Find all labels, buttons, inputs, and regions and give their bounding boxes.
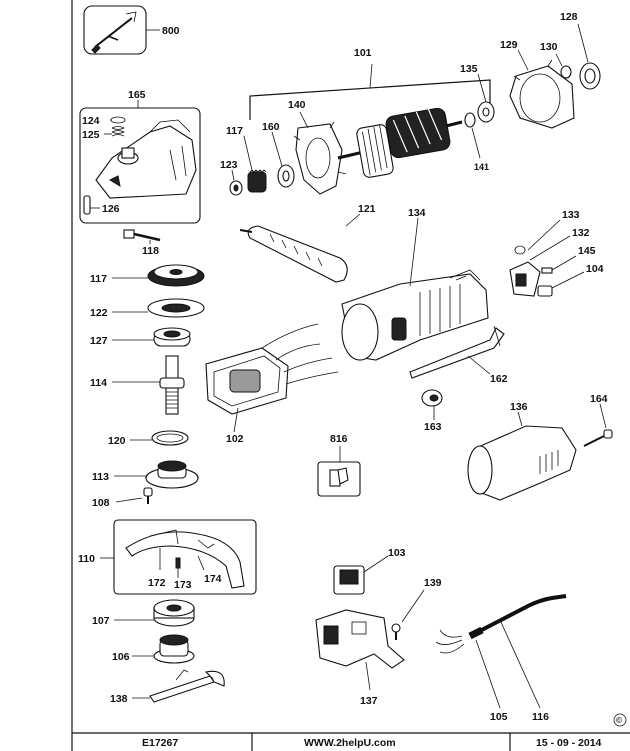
label-816: 816 (330, 433, 348, 445)
label-108: 108 (92, 497, 110, 509)
label-110: 110 (78, 553, 95, 565)
label-129: 129 (500, 39, 518, 51)
footer-date: 15 - 09 - 2014 (536, 737, 602, 749)
label-139: 139 (424, 577, 442, 589)
part-140-baffle (293, 121, 347, 195)
label-127: 127 (90, 335, 108, 347)
part-129-endcap (509, 59, 601, 129)
footer-website[interactable]: WWW.2helpU.com (304, 737, 396, 749)
label-105: 105 (490, 711, 508, 723)
label-124: 124 (82, 115, 100, 127)
label-160: 160 (262, 121, 280, 133)
part-162-switch-rod (409, 325, 505, 379)
part-113-flange (145, 460, 199, 489)
label-130: 130 (540, 41, 558, 53)
label-118: 118 (142, 245, 159, 257)
part-121-side-handle (239, 225, 348, 283)
label-103: 103 (388, 547, 406, 559)
label-123: 123 (220, 159, 238, 171)
label-121: 121 (358, 203, 376, 215)
label-800: 800 (162, 25, 180, 37)
label-117b: 117 (90, 273, 107, 285)
part-138-spanner (149, 669, 225, 703)
label-133: 133 (562, 209, 580, 221)
part-816-label (317, 461, 361, 497)
label-102: 102 (226, 433, 244, 445)
label-163: 163 (424, 421, 442, 433)
label-120: 120 (108, 435, 126, 447)
copyright-mark: © (616, 716, 622, 725)
copyright-icon (613, 713, 627, 727)
callout-labels: 800 101 128 129 130 135 165 124 125 126 … (78, 11, 608, 723)
label-162: 162 (490, 373, 508, 385)
label-113: 113 (92, 471, 109, 483)
label-164: 164 (590, 393, 608, 405)
label-101: 101 (354, 47, 372, 59)
label-140: 140 (288, 99, 306, 111)
part-163-lock-button (421, 389, 443, 407)
part-160-bearing (277, 164, 295, 188)
part-123-nut (229, 180, 243, 196)
label-174: 174 (204, 573, 222, 585)
label-145: 145 (578, 245, 596, 257)
part-127-bearing (153, 327, 191, 347)
part-134-housing (341, 269, 489, 361)
label-173: 173 (174, 579, 192, 591)
part-800-drawing (83, 5, 147, 55)
part-122-washer (147, 298, 205, 318)
label-116: 116 (532, 711, 549, 723)
part-164-screw (583, 429, 613, 447)
part-136-rear-housing (467, 425, 577, 501)
part-117b-bevel-gear (147, 264, 205, 287)
label-134: 134 (408, 207, 426, 219)
part-110-guard (113, 519, 257, 595)
label-136: 136 (510, 401, 528, 413)
label-125: 125 (82, 129, 100, 141)
label-104: 104 (586, 263, 604, 275)
part-120-ring (151, 430, 189, 446)
label-135: 135 (460, 63, 478, 75)
label-122: 122 (90, 307, 108, 319)
label-172: 172 (148, 577, 166, 589)
label-128: 128 (560, 11, 578, 23)
label-126: 126 (102, 203, 120, 215)
label-132: 132 (572, 227, 590, 239)
label-117a: 117 (226, 125, 243, 137)
armature-drawing (337, 101, 495, 178)
part-139-screw (391, 623, 401, 640)
label-165: 165 (128, 89, 146, 101)
part-102-stator (205, 323, 339, 415)
part-108-screw (143, 487, 153, 504)
part-118-screw (123, 229, 161, 242)
part-106-inner-flange (153, 634, 195, 664)
part-132-brush-holder (509, 245, 553, 297)
label-106: 106 (112, 651, 130, 663)
label-138: 138 (110, 693, 128, 705)
part-107-outer-flange (153, 599, 195, 627)
label-141: 141 (474, 162, 489, 172)
part-165-drawing (79, 107, 201, 224)
part-117a-pinion (247, 169, 267, 193)
label-114: 114 (90, 377, 107, 389)
label-107: 107 (92, 615, 110, 627)
label-137: 137 (360, 695, 378, 707)
part-116-cable-assembly (435, 594, 567, 654)
footer-drawing-number: E17267 (142, 737, 178, 749)
part-103-switch (333, 565, 365, 595)
part-137-switch-bracket (315, 609, 405, 669)
part-114-spindle (159, 355, 185, 415)
